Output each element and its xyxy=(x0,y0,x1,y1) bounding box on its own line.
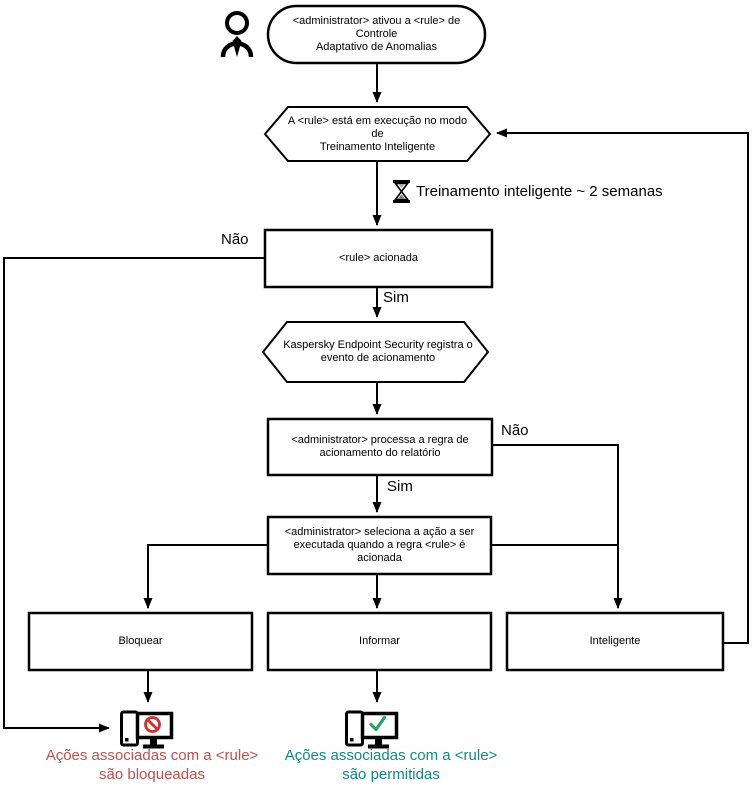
edge-label-no-left: Não xyxy=(221,231,249,248)
edge-smart-feedback-loop xyxy=(496,128,749,644)
actor-icon xyxy=(220,11,254,58)
edge-select-to-block xyxy=(143,544,269,609)
edge-label-yes-first: Sim xyxy=(383,289,409,306)
admin-processes-box xyxy=(266,417,494,477)
start-node-shape xyxy=(266,4,487,65)
kes-registers-hexagon xyxy=(261,321,490,383)
blocked-caption: Ações associadas com a <rule> são bloque… xyxy=(45,747,259,783)
training-mode-hexagon xyxy=(263,106,492,162)
edge-no-left-loop xyxy=(3,257,266,733)
checkmark-icon xyxy=(369,715,387,732)
smart-action-box xyxy=(505,611,725,672)
edge-label-yes-second: Sim xyxy=(387,478,413,495)
training-duration-label: Treinamento inteligente ~ 2 semanas xyxy=(416,183,663,200)
computer-blocked-icon xyxy=(120,710,174,749)
rule-triggered-box xyxy=(263,228,494,289)
allowed-caption: Ações associadas com a <rule> são permit… xyxy=(284,747,498,783)
inform-action-box xyxy=(266,611,493,672)
block-action-box xyxy=(27,611,254,672)
edge-label-no-right: Não xyxy=(501,422,529,439)
hourglass-icon xyxy=(393,180,410,203)
edge-no-right-to-smart xyxy=(491,444,623,609)
admin-selects-box xyxy=(266,515,493,576)
prohibition-icon xyxy=(144,716,161,733)
computer-allowed-icon xyxy=(345,710,399,749)
